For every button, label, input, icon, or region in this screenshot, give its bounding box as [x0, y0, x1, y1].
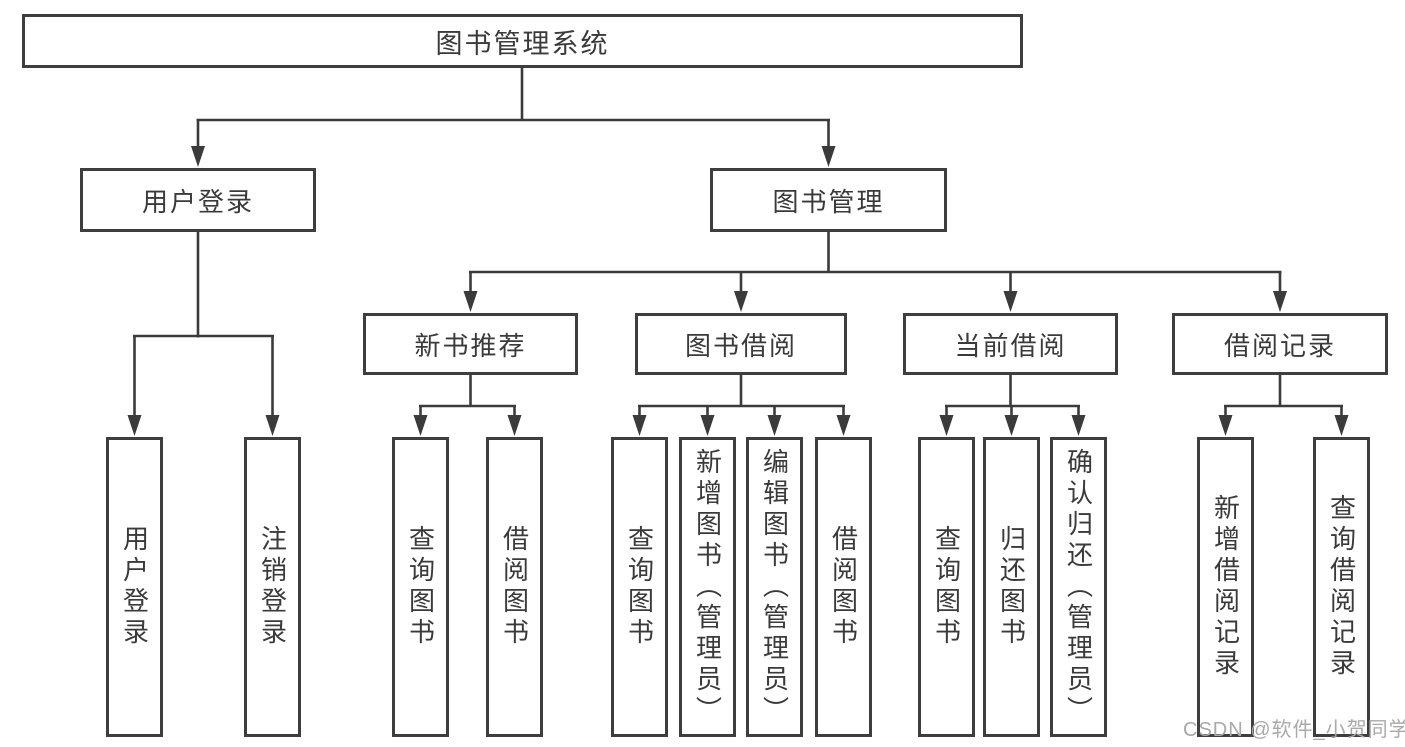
leaf-user-login: 用户登录: [106, 437, 163, 737]
node-label: 查询借阅记录: [1326, 494, 1357, 680]
arrow-down-icon: [767, 406, 782, 436]
node-label: 用户登录: [119, 525, 150, 649]
arrow-down-icon: [632, 406, 647, 436]
node-new-book-recommend: 新书推荐: [363, 313, 578, 375]
node-label: 借阅记录: [1223, 330, 1336, 361]
leaf-return-book: 归还图书: [983, 437, 1040, 737]
leaf-query-books-recommend: 查询图书: [392, 437, 449, 737]
leaf-borrow-books-borrowing: 借阅图书: [815, 437, 872, 737]
node-label: 用户登录: [141, 186, 254, 217]
node-label: 归还图书: [996, 525, 1027, 649]
arrow-down-icon: [265, 336, 280, 436]
arrow-down-icon: [463, 272, 478, 312]
arrow-down-icon: [836, 406, 851, 436]
arrow-down-icon: [939, 406, 954, 436]
node-label: 新书推荐: [414, 330, 527, 361]
node-label: 新增图书（管理员）: [692, 447, 723, 727]
arrow-down-icon: [127, 336, 142, 436]
arrow-down-icon: [700, 406, 715, 436]
node-book-management: 图书管理: [710, 168, 947, 232]
leaf-query-borrow-record: 查询借阅记录: [1313, 437, 1370, 737]
node-label: 借阅图书: [828, 525, 859, 649]
arrow-down-icon: [1071, 406, 1086, 436]
arrow-down-icon: [1004, 406, 1019, 436]
arrow-down-icon: [734, 272, 748, 312]
node-label: 注销登录: [257, 525, 288, 649]
arrow-down-icon: [1273, 272, 1287, 312]
arrow-down-icon: [413, 406, 428, 436]
leaf-logout: 注销登录: [244, 437, 301, 737]
arrow-down-icon: [1003, 272, 1018, 312]
node-label: 当前借阅: [954, 330, 1067, 361]
node-label: 查询图书: [624, 525, 655, 649]
node-label: 图书管理系统: [435, 28, 610, 59]
node-current-borrowing: 当前借阅: [903, 313, 1118, 375]
node-borrowing-records: 借阅记录: [1172, 313, 1388, 375]
arrow-down-icon: [821, 120, 836, 167]
node-library-system: 图书管理系统: [22, 14, 1023, 68]
leaf-add-borrow-record: 新增借阅记录: [1197, 437, 1254, 737]
arrow-down-icon: [1334, 406, 1349, 436]
node-label: 借阅图书: [499, 525, 530, 649]
node-label: 确认归还（管理员）: [1063, 447, 1094, 727]
node-label: 图书管理: [772, 186, 885, 217]
leaf-query-books-current: 查询图书: [918, 437, 975, 737]
arrow-down-icon: [507, 406, 522, 436]
leaf-confirm-return-admin: 确认归还（管理员）: [1050, 437, 1107, 737]
node-book-borrowing: 图书借阅: [635, 313, 847, 375]
node-label: 查询图书: [405, 525, 436, 649]
leaf-add-book-admin: 新增图书（管理员）: [679, 437, 736, 737]
node-label: 编辑图书（管理员）: [759, 447, 790, 727]
node-label: 新增借阅记录: [1210, 494, 1241, 680]
node-label: 图书借阅: [684, 330, 797, 361]
leaf-edit-book-admin: 编辑图书（管理员）: [746, 437, 803, 737]
arrow-down-icon: [1218, 406, 1233, 436]
arrow-down-icon: [191, 120, 205, 167]
leaf-query-books-borrowing: 查询图书: [611, 437, 668, 737]
watermark: CSDN @软件_小贺同学: [1183, 719, 1405, 741]
node-user-login-branch: 用户登录: [80, 168, 316, 232]
node-label: 查询图书: [931, 525, 962, 649]
leaf-borrow-books-recommend: 借阅图书: [486, 437, 543, 737]
